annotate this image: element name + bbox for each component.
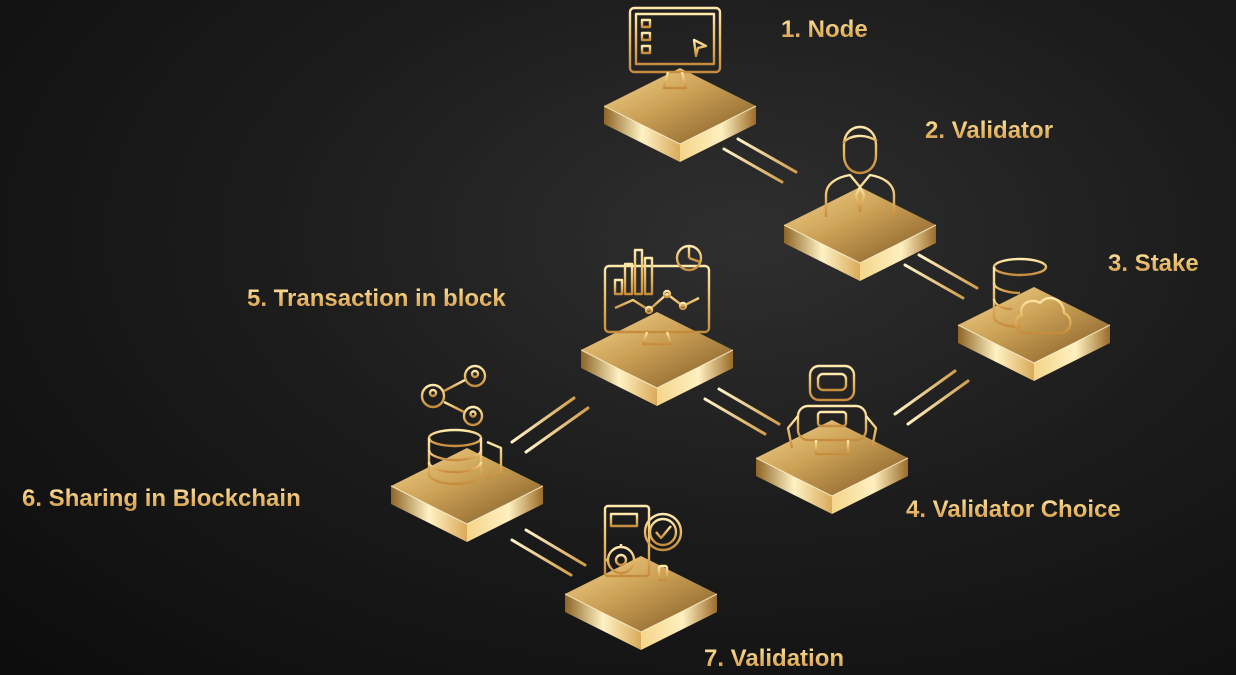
step-label-stake: 3. Stake [1108,250,1199,277]
step-label-transaction-in-block: 5. Transaction in block [247,285,506,312]
platform [783,186,937,282]
step-label-validation: 7. Validation [704,645,845,672]
step-node [603,6,757,163]
step-label-sharing-in-blockchain: 6. Sharing in Blockchain [22,485,301,512]
connector-3-4 [893,369,970,426]
step-stake [957,257,1111,382]
platform [755,419,909,515]
step-validator-choice [755,364,909,515]
connectors [510,137,979,577]
step-label-node: 1. Node [781,16,868,43]
step-validation [564,504,718,651]
businessman-icon [824,126,896,217]
database-cloud-icon [992,257,1072,335]
robot-icon [786,364,878,456]
connector-2-3 [903,253,979,300]
connector-1-2 [722,137,798,184]
analytics-monitor-icon [603,244,711,348]
platform [564,555,718,651]
document-check-gear-icon [603,504,683,582]
network-database-icon [420,364,503,486]
platform [390,447,544,543]
platform [580,311,734,407]
connector-6-5 [510,396,590,454]
step-label-validator-choice: 4. Validator Choice [906,496,1121,523]
connector-5-4 [703,387,781,436]
step-sharing-in-blockchain [390,364,544,543]
step-transaction-in-block [580,244,734,407]
step-validator [783,126,937,282]
connector-6-7 [510,528,587,577]
monitor-dashboard-icon [628,6,722,92]
step-label-validator: 2. Validator [925,117,1054,144]
platform [603,67,757,163]
